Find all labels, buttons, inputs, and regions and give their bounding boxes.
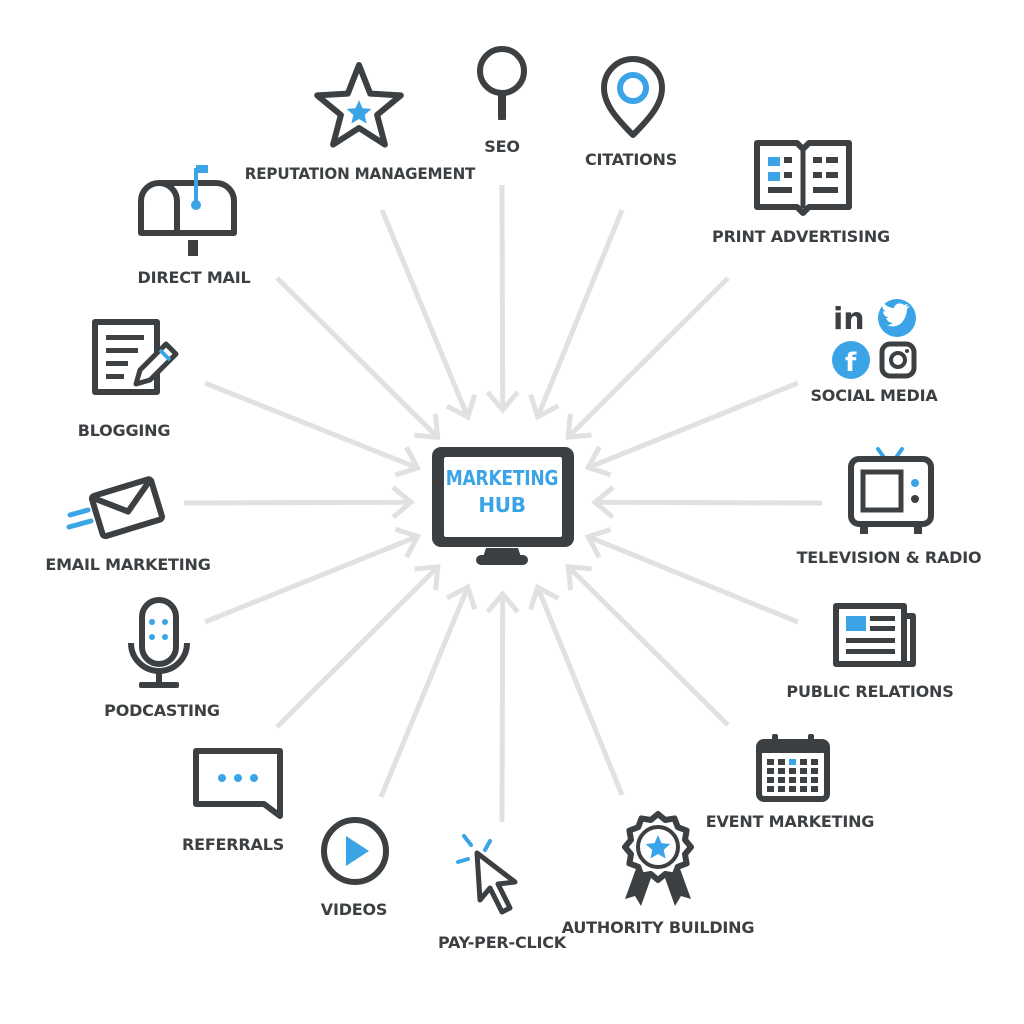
- arrow-shaft-8: [535, 586, 625, 796]
- open-book-icon: [754, 140, 852, 216]
- document-pencil-icon: [92, 319, 179, 395]
- calendar-date-cell: [789, 786, 796, 792]
- arrow-head-3: [565, 413, 592, 440]
- arrow-head-5: [591, 485, 615, 520]
- arrow-head-14: [394, 446, 422, 478]
- label-public-relations: PUBLIC RELATIONS: [786, 682, 954, 701]
- arrow-shaft-10: [378, 586, 471, 798]
- calendar-date-cell: [767, 759, 774, 765]
- calendar-date-cell: [789, 768, 796, 774]
- envelope-icon: [66, 476, 165, 540]
- label-pay-per-click: PAY-PER-CLICK: [437, 933, 567, 952]
- calendar-date-cell: [789, 759, 796, 765]
- calendar-date-cell: [778, 777, 785, 783]
- calendar-icon: [756, 734, 830, 802]
- arrow-shaft-4: [587, 380, 799, 470]
- calendar-date-cell: [800, 777, 807, 783]
- label-email-marketing: EMAIL MARKETING: [45, 555, 211, 574]
- linkedin-logo-text: in: [833, 302, 865, 337]
- arrow-shaft-7: [566, 564, 730, 727]
- arrow-shaft-12: [204, 534, 419, 625]
- label-videos: VIDEOS: [320, 900, 388, 919]
- calendar-date-cell: [800, 759, 807, 765]
- arrow-head-8: [528, 583, 560, 611]
- arrow-shaft-1: [499, 184, 506, 411]
- facebook-logo-text: f: [845, 348, 857, 378]
- label-reputation-management: REPUTATION MANAGEMENT: [244, 164, 476, 183]
- label-podcasting: PODCASTING: [104, 701, 220, 720]
- label-citations: CITATIONS: [584, 150, 678, 169]
- arrow-shaft-14: [204, 380, 419, 471]
- calendar-date-cell: [811, 777, 818, 783]
- calendar-date-cell: [811, 759, 818, 765]
- arrow-shaft-9: [499, 593, 506, 823]
- label-print-advertising: PRINT ADVERTISING: [712, 227, 890, 246]
- map-pin-icon: [601, 56, 665, 138]
- arrow-shaft-3: [566, 276, 730, 439]
- arrow-shaft-11: [275, 565, 440, 729]
- arrow-head-13: [391, 485, 415, 520]
- arrow-shaft-16: [379, 209, 471, 418]
- arrow-head-2: [528, 393, 560, 421]
- magnifier-icon: [477, 46, 527, 120]
- calendar-date-cell: [800, 786, 807, 792]
- arrow-shaft-6: [587, 534, 799, 625]
- arrow-shaft-15: [275, 276, 440, 440]
- arrow-head-12: [394, 526, 422, 559]
- award-ribbon-icon: [622, 811, 694, 906]
- calendar-date-cell: [811, 768, 818, 774]
- arrow-head-15: [414, 413, 441, 440]
- label-event-marketing: EVENT MARKETING: [705, 812, 875, 831]
- label-direct-mail: DIRECT MAIL: [137, 268, 251, 287]
- label-blogging: BLOGGING: [77, 421, 171, 440]
- instagram-logo-icon: [879, 341, 917, 379]
- microphone-icon: [128, 597, 190, 688]
- monitor-icon: [432, 447, 574, 565]
- play-button-icon: [321, 817, 389, 885]
- calendar-date-cell: [767, 786, 774, 792]
- calendar-date-cell: [767, 777, 774, 783]
- calendar-date-cell: [789, 777, 796, 783]
- social-logos-icon: in f: [832, 299, 917, 379]
- calendar-date-cell: [811, 786, 818, 792]
- calendar-date-cell: [778, 768, 785, 774]
- label-social-media: SOCIAL MEDIA: [810, 386, 938, 405]
- calendar-date-cell: [778, 759, 785, 765]
- label-referrals: REFERRALS: [181, 835, 285, 854]
- newspaper-icon: [833, 603, 916, 667]
- arrow-shaft-13: [183, 499, 412, 506]
- hub-title-line2: HUB: [478, 493, 526, 517]
- star-icon: [314, 62, 404, 148]
- arrow-shaft-5: [594, 499, 823, 506]
- arrow-head-4: [584, 445, 612, 478]
- calendar-date-cell: [767, 768, 774, 774]
- calendar-date-cell: [778, 786, 785, 792]
- hub-title-line1: MARKETING: [445, 466, 559, 490]
- arrow-head-9: [485, 590, 520, 614]
- arrow-head-11: [414, 564, 441, 591]
- label-authority-building: AUTHORITY BUILDING: [561, 918, 755, 937]
- calendar-dates: [767, 759, 818, 792]
- arrow-head-10: [445, 583, 478, 611]
- mailbox-icon: [138, 165, 237, 256]
- chat-bubble-icon: [193, 748, 283, 819]
- arrow-head-1: [485, 390, 520, 414]
- arrow-head-6: [584, 527, 612, 559]
- label-television-radio: TELEVISION & RADIO: [796, 548, 982, 567]
- tv-icon: [848, 447, 934, 534]
- arrow-shaft-2: [535, 209, 625, 418]
- calendar-date-cell: [800, 768, 807, 774]
- arrow-head-7: [565, 564, 592, 591]
- arrow-head-16: [445, 393, 478, 421]
- label-seo: SEO: [484, 137, 520, 156]
- cursor-click-icon: [456, 834, 518, 915]
